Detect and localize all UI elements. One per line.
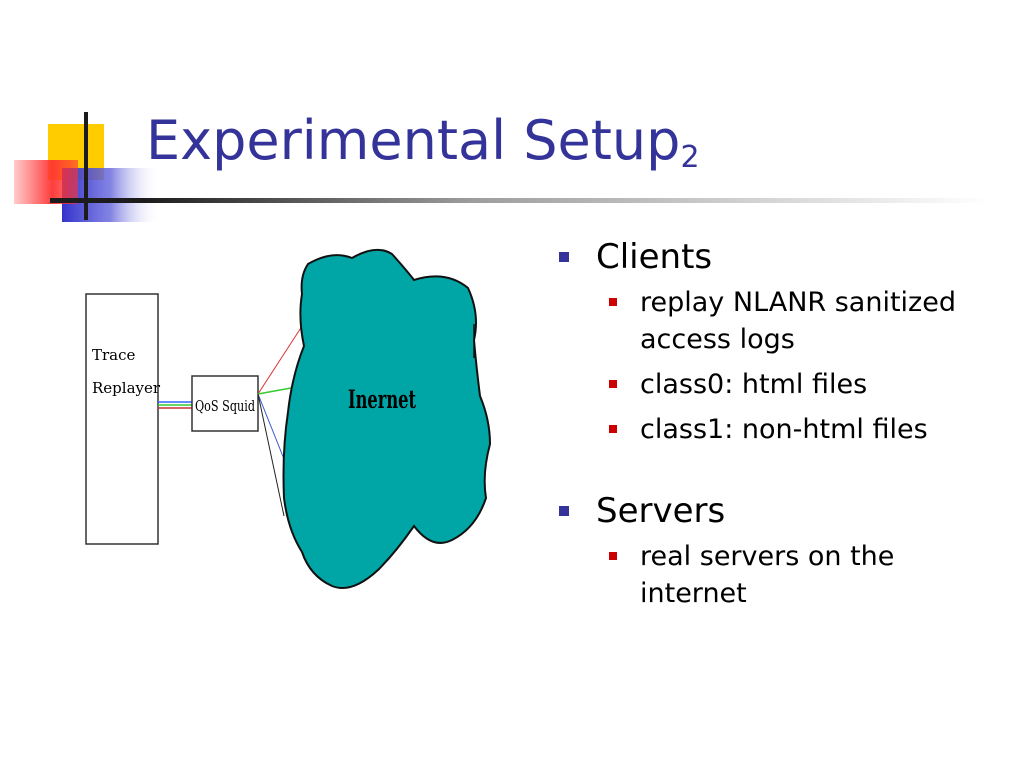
trace-replayer-box bbox=[85, 293, 159, 545]
sub-bullet-marker-square bbox=[609, 552, 617, 560]
trace-replayer-label-line2: Replayer bbox=[92, 379, 161, 397]
bullet-clients: Clients replay NLANR sanitized access lo… bbox=[556, 234, 1006, 448]
bullet-marker-square bbox=[559, 506, 569, 516]
fanout-blue bbox=[257, 393, 287, 465]
trace-replayer-label-line1: Trace bbox=[92, 346, 136, 364]
network-diagram: Trace Replayer QoS Squid Inernet bbox=[85, 248, 492, 589]
sub-bullet-text: class0: html files bbox=[640, 369, 868, 400]
fanout-red bbox=[257, 319, 307, 395]
title-divider bbox=[50, 198, 990, 203]
bullet-servers: Servers real servers on the internet bbox=[556, 488, 1006, 612]
bullet-servers-label: Servers bbox=[596, 491, 726, 531]
qos-squid-box bbox=[191, 375, 259, 432]
sub-bullet-marker-square bbox=[609, 298, 617, 306]
sub-bullet-item: real servers on the internet bbox=[596, 538, 1006, 612]
sub-bullet-text: real servers on the internet bbox=[640, 541, 895, 609]
sub-bullet-item: replay NLANR sanitized access logs bbox=[596, 284, 1006, 358]
sub-bullet-text: class1: non-html files bbox=[640, 414, 928, 445]
slide-title: Experimental Setup2 bbox=[146, 108, 700, 174]
sub-bullet-marker-square bbox=[609, 425, 617, 433]
servers-sublist: real servers on the internet bbox=[596, 538, 1006, 612]
internet-cloud bbox=[282, 248, 492, 589]
sub-bullet-item: class1: non-html files bbox=[596, 411, 1006, 448]
qos-squid-label: QoS Squid bbox=[195, 397, 255, 415]
bullet-list: Clients replay NLANR sanitized access lo… bbox=[556, 234, 1006, 628]
clients-sublist: replay NLANR sanitized access logs class… bbox=[596, 284, 1006, 448]
internet-label: Inernet bbox=[348, 385, 416, 414]
slide-title-text: Experimental Setup bbox=[146, 109, 681, 172]
title-decoration bbox=[14, 112, 160, 222]
bullet-marker-square bbox=[559, 252, 569, 262]
fanout-black bbox=[257, 393, 285, 517]
bullet-clients-label: Clients bbox=[596, 237, 713, 277]
sub-bullet-text: replay NLANR sanitized access logs bbox=[640, 287, 956, 355]
slide-title-subscript: 2 bbox=[680, 140, 700, 175]
sub-bullet-marker-square bbox=[609, 380, 617, 388]
sub-bullet-item: class0: html files bbox=[596, 366, 1006, 403]
